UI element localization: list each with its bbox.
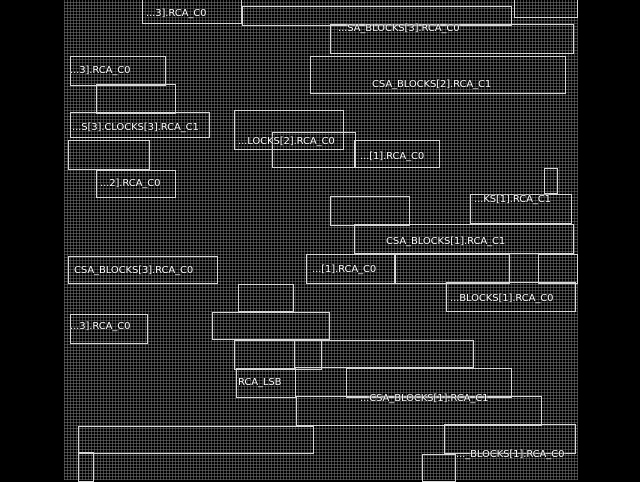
instance-label[interactable]: ...S[3].CLOCKS[3].RCA_C1 [72,122,199,133]
cell-block-outline [354,224,574,254]
cell-block-outline [70,314,148,344]
instance-label[interactable]: CSA_BLOCKS[3].RCA_C0 [74,265,194,276]
instance-label[interactable]: ...[1].RCA_C0 [312,264,377,275]
instance-label[interactable]: CSA_BLOCKS[2].RCA_C1 [372,79,492,90]
cell-block-outline [330,24,574,54]
instance-label[interactable]: ...2].RCA_C0 [100,178,161,189]
instance-label[interactable]: ...LOCKS[2].RCA_C0 [238,136,335,147]
cell-block-outline [330,196,410,226]
instance-label[interactable]: ...3].RCA_C0 [146,8,207,19]
cell-block-outline [96,170,176,198]
cell-block-outline [68,140,150,170]
instance-label[interactable]: ...[1].RCA_C0 [360,151,425,162]
cell-block-outline [310,56,566,94]
cell-block-outline [272,132,356,168]
instance-label[interactable]: ...3].RCA_C0 [70,65,131,76]
cell-block-outline [354,140,440,168]
cell-block-outline [394,254,510,284]
instance-label[interactable]: ...KS[1].RCA_C1 [474,194,551,205]
cell-block-outline [234,340,322,370]
instance-label[interactable]: RCA_LSB [238,377,282,388]
instance-label[interactable]: CSA_BLOCKS[1].RCA_C1 [386,236,506,247]
cell-block-outline [68,256,218,284]
cell-block-outline [78,426,314,454]
cell-block-outline [444,424,576,454]
instance-label[interactable]: ...CSA_BLOCKS[1].RCA_C1 [360,393,489,404]
cell-block-outline [238,284,294,312]
cell-block-outline [422,454,456,482]
cell-block-outline [470,194,572,224]
cell-block-outline [538,254,578,284]
instance-label[interactable]: ...SA_BLOCKS[3].RCA_C0 [338,23,460,34]
cell-block-outline [242,6,512,26]
cell-block-outline [142,0,242,24]
cell-block-outline [70,56,166,86]
cell-block-outline [294,340,474,368]
instance-label[interactable]: ...BLOCKS[1].RCA_C0 [450,293,554,304]
cell-block-outline [446,282,576,312]
instance-label[interactable]: ...3].RCA_C0 [70,321,131,332]
cell-block-outline [296,396,542,426]
instance-label[interactable]: ..._BLOCKS[1].RCA_C0 [456,449,565,460]
cell-block-outline [544,168,558,194]
cell-block-outline [514,0,578,18]
cell-block-outline [96,84,176,114]
cell-block-outline [306,254,396,284]
cell-block-outline [346,368,512,398]
cell-block-outline [234,110,344,150]
cell-block-outline [78,452,94,482]
cell-block-outline [236,368,296,398]
layout-canvas[interactable]: ...3].RCA_C0 ...SA_BLOCKS[3].RCA_C0 ...3… [64,0,578,482]
cell-block-outline [212,312,330,340]
cell-block-outline [70,112,210,138]
